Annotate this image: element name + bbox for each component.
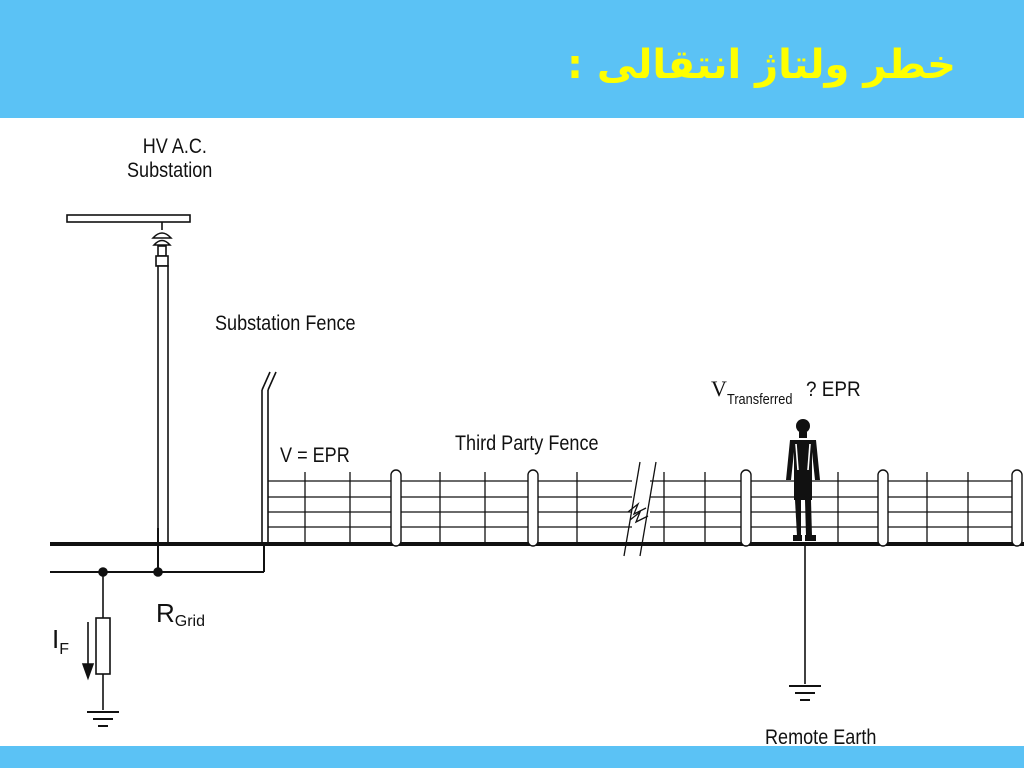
- slide-title: خطر ولتاژ انتقالی :: [566, 42, 956, 88]
- i-f-main: I: [52, 624, 60, 654]
- v-transferred-sub: Transferred: [726, 391, 793, 408]
- substation-label-line1: HV A.C.: [142, 135, 207, 158]
- substation-fence-label: Substation Fence: [215, 312, 356, 335]
- third-party-fence-label: Third Party Fence: [455, 432, 599, 455]
- substation-label-line2: Substation: [127, 159, 213, 182]
- grid-node: [153, 567, 163, 577]
- fence-break-marks: [623, 461, 657, 557]
- slide-header: خطر ولتاژ انتقالی :: [0, 0, 1024, 118]
- fault-resistor: [95, 572, 111, 710]
- substation-pole: [157, 265, 169, 545]
- fence-posts: [304, 472, 969, 544]
- remote-earth-label: Remote Earth: [765, 726, 877, 749]
- r-grid-main: R: [156, 598, 175, 628]
- person-vest-stripes: [795, 443, 811, 471]
- insulator-icon: [151, 222, 173, 267]
- i-f-sub: F: [59, 641, 70, 658]
- substation-label: HV A.C. Substation: [127, 135, 212, 183]
- v-transferred-rest: ? EPR: [805, 378, 861, 401]
- r-grid-label: RGrid: [156, 598, 206, 630]
- v-transferred-label: VTransferred ? EPR: [711, 376, 866, 408]
- fault-current-arrow: [81, 622, 95, 681]
- ground-icon-right: [789, 685, 821, 701]
- substation-busbar: [66, 214, 191, 223]
- person-icon: [786, 419, 820, 541]
- v-transferred-main: V: [711, 376, 727, 401]
- r-grid-sub: Grid: [174, 613, 206, 630]
- i-f-label: IF: [52, 624, 70, 658]
- v-epr-label: V = EPR: [280, 444, 350, 467]
- third-party-fence-wires: [268, 480, 1018, 528]
- substation-fence: [261, 371, 277, 545]
- ground-icon-left: [87, 711, 119, 727]
- fence-main-posts: [390, 469, 1023, 547]
- slide-footer: [0, 746, 1024, 768]
